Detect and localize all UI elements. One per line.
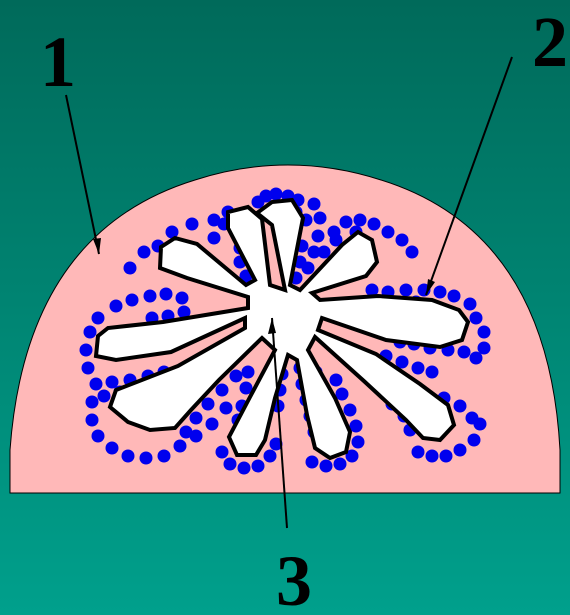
cell-dot <box>412 362 425 375</box>
cell-dot <box>352 436 365 449</box>
cell-dot <box>216 384 229 397</box>
cell-dot <box>382 226 395 239</box>
cell-dot <box>426 450 439 463</box>
cell-dot <box>86 396 99 409</box>
cell-dot <box>190 430 203 443</box>
cell-dot <box>176 292 189 305</box>
cell-dot <box>396 234 409 247</box>
cell-dot <box>160 288 173 301</box>
cell-dot <box>124 262 137 275</box>
cell-dot <box>426 366 439 379</box>
cell-dot <box>206 418 219 431</box>
cell-dot <box>336 388 349 401</box>
cell-dot <box>448 290 461 303</box>
cell-dot <box>140 452 153 465</box>
cell-dot <box>82 362 95 375</box>
cell-dot <box>186 218 199 231</box>
cell-dot <box>84 326 97 339</box>
cell-dot <box>308 198 321 211</box>
cell-dot <box>126 294 139 307</box>
cell-dot <box>92 430 105 443</box>
label-3: 3 <box>276 541 312 615</box>
cell-dot <box>238 462 251 475</box>
label-1: 1 <box>40 22 76 102</box>
cell-dot <box>86 414 99 427</box>
cell-dot <box>466 412 479 425</box>
label-2: 2 <box>532 2 568 82</box>
cell-dot <box>144 290 157 303</box>
cell-dot <box>470 312 483 325</box>
cell-dot <box>330 374 343 387</box>
cell-dot <box>406 246 419 259</box>
cell-dot <box>400 284 413 297</box>
cell-dot <box>106 442 119 455</box>
cell-dot <box>90 378 103 391</box>
cell-dot <box>312 230 325 243</box>
cell-dot <box>340 216 353 229</box>
pointer-line-1 <box>66 95 99 254</box>
cell-dot <box>314 212 327 225</box>
cell-dot <box>320 460 333 473</box>
cell-dot <box>98 390 111 403</box>
cell-dot <box>454 444 467 457</box>
cell-dot <box>174 440 187 453</box>
cell-dot <box>464 298 477 311</box>
cell-dot <box>138 246 151 259</box>
cell-dot <box>368 218 381 231</box>
cell-dot <box>344 404 357 417</box>
cell-dot <box>478 326 491 339</box>
cell-dot <box>468 434 481 447</box>
cell-dot <box>216 446 229 459</box>
cell-dot <box>454 400 467 413</box>
cell-dot <box>470 352 483 365</box>
cell-dot <box>122 450 135 463</box>
cell-dot <box>92 312 105 325</box>
cell-dot <box>458 346 471 359</box>
cell-dot <box>412 446 425 459</box>
cell-dot <box>354 214 367 227</box>
cell-dot <box>110 300 123 313</box>
cell-dot <box>208 232 221 245</box>
cell-dot <box>252 460 265 473</box>
cell-dot <box>220 402 233 415</box>
cell-dot <box>264 450 277 463</box>
cell-dot <box>230 370 243 383</box>
cell-dot <box>440 450 453 463</box>
cell-dot <box>434 286 447 299</box>
cell-dot <box>158 450 171 463</box>
cell-dot <box>190 412 203 425</box>
cell-dot <box>306 456 319 469</box>
cell-dot <box>224 458 237 471</box>
cell-dot <box>334 458 347 471</box>
cell-dot <box>80 344 93 357</box>
cell-dot <box>242 366 255 379</box>
cell-dot <box>270 188 283 201</box>
